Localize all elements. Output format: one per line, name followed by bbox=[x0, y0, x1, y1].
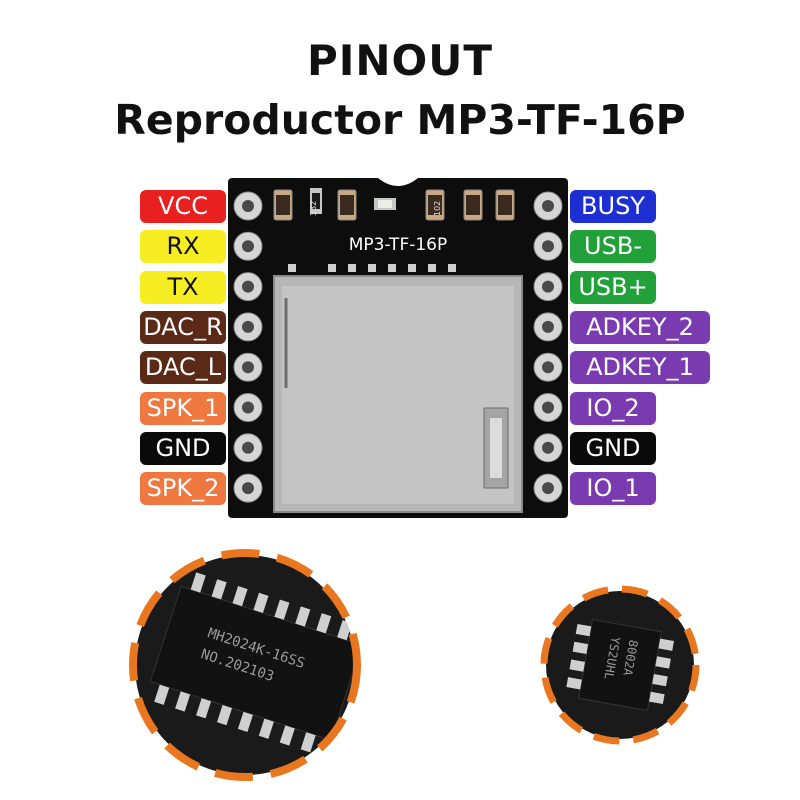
right-chip-zoom: 8002A YS2UHL bbox=[540, 585, 700, 745]
left-pin-label-dac-l: DAC_L bbox=[140, 351, 226, 385]
right-pin-label-usb-: USB- bbox=[570, 230, 656, 264]
pin-hole-center bbox=[242, 200, 254, 212]
board-silkscreen: MP3-TF-16P bbox=[349, 235, 448, 255]
pin-hole-center bbox=[242, 401, 254, 414]
right-pin-label-io-1: IO_1 bbox=[570, 472, 656, 506]
right-chip-marking-line1: 8002A bbox=[620, 639, 640, 678]
pin-hole-center bbox=[542, 240, 554, 253]
left-pin-label-spk-2: SPK_2 bbox=[140, 472, 226, 506]
smd-components bbox=[273, 188, 515, 221]
pin-hole-center bbox=[242, 441, 254, 454]
left-pin-label-spk-1: SPK_1 bbox=[140, 391, 226, 425]
right-pin-label-usb-: USB+ bbox=[570, 270, 656, 304]
left-pin-label-vcc: VCC bbox=[140, 190, 226, 223]
pin-hole-center bbox=[242, 280, 254, 293]
right-pin-label-gnd: GND bbox=[570, 431, 656, 465]
page-title: PINOUT bbox=[306, 36, 494, 85]
pin-hole-center bbox=[542, 482, 554, 495]
pin-hole-center bbox=[542, 401, 554, 414]
left-pin-label-tx: TX bbox=[140, 270, 226, 304]
tf-card-slot bbox=[273, 275, 523, 513]
right-pin-label-busy: BUSY bbox=[570, 190, 656, 223]
resistor-right-marking: 102 bbox=[433, 201, 442, 216]
pin-hole-center bbox=[242, 320, 254, 333]
pin-hole-center bbox=[542, 361, 554, 374]
card-slot-pads bbox=[288, 264, 456, 272]
resistor-left-marking: 332 bbox=[309, 201, 318, 216]
pin-hole-center bbox=[542, 441, 554, 454]
pin-hole-center bbox=[542, 280, 554, 293]
pin-hole-center bbox=[242, 240, 254, 253]
left-pin-label-dac-r: DAC_R bbox=[140, 310, 226, 344]
pin-hole-center bbox=[242, 482, 254, 495]
left-pin-label-rx: RX bbox=[140, 230, 226, 264]
pin-hole-center bbox=[242, 361, 254, 374]
mp3-module-board: 332 102 MP3-TF-16P bbox=[228, 178, 568, 518]
left-chip-zoom: MH2024K-16SS NO.202103 bbox=[129, 549, 361, 781]
left-pin-label-gnd: GND bbox=[140, 431, 226, 465]
page-subtitle: Reproductor MP3-TF-16P bbox=[114, 96, 686, 144]
right-zoom-ring bbox=[540, 585, 700, 745]
left-pin-holes bbox=[233, 191, 263, 503]
right-pin-holes bbox=[533, 191, 563, 503]
pin-hole-center bbox=[542, 200, 554, 212]
right-pin-label-adkey-1: ADKEY_1 bbox=[570, 351, 710, 385]
right-pin-label-adkey-2: ADKEY_2 bbox=[570, 310, 710, 344]
left-zoom-ring bbox=[129, 549, 361, 781]
right-pin-label-io-2: IO_2 bbox=[570, 391, 656, 425]
pin-hole-center bbox=[542, 320, 554, 333]
